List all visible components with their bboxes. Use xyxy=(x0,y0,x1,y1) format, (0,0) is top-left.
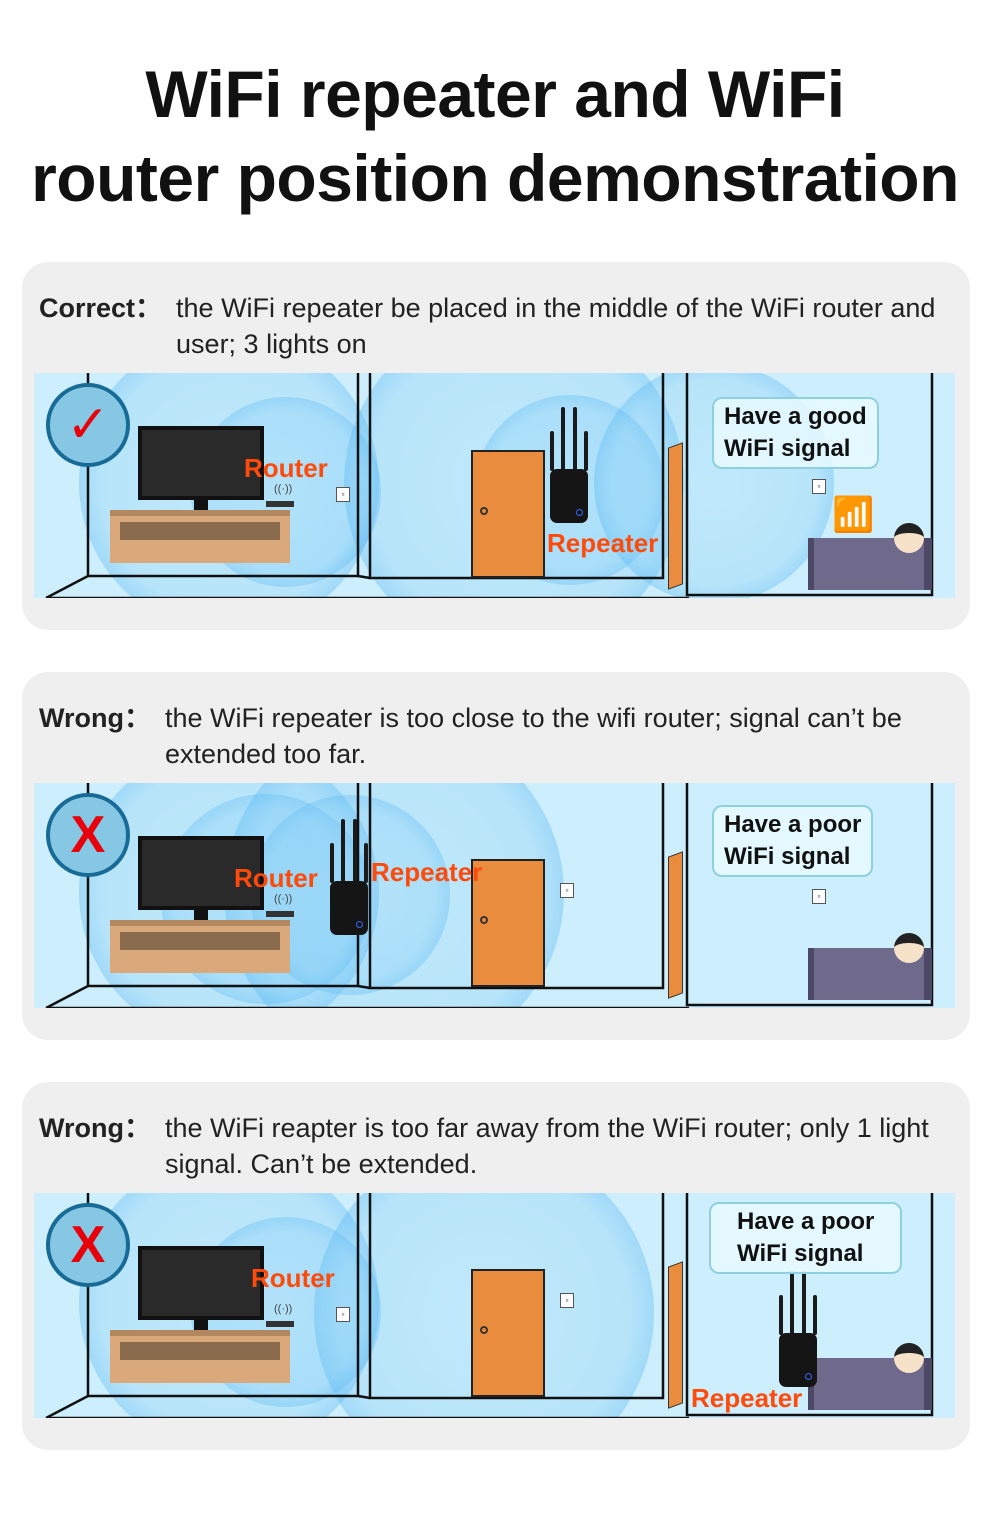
user-in-bed xyxy=(894,933,924,963)
repeater-label: Repeater xyxy=(371,857,483,887)
panel-wrong-too-far: Wrong： the WiFi reapter is too far away … xyxy=(22,1082,970,1450)
panel-caption: Correct： the WiFi repeater be placed in … xyxy=(39,290,959,362)
panel-caption: Wrong： the WiFi repeater is too close to… xyxy=(39,700,959,772)
power-socket-icon: ▫ xyxy=(336,487,350,502)
side-door xyxy=(668,851,683,999)
description: the WiFi repeater is too close to the wi… xyxy=(164,703,902,769)
status-label: Wrong： xyxy=(39,1113,151,1143)
bubble-line-2: WiFi signal xyxy=(724,435,851,462)
page-title: WiFi repeater and WiFi router position d… xyxy=(0,52,990,220)
description: the WiFi reapter is too far away from th… xyxy=(164,1113,929,1179)
status-label: Wrong： xyxy=(39,703,151,733)
tv-cabinet xyxy=(110,510,290,563)
title-line-2: router position demonstration xyxy=(31,141,959,215)
wifi-signal-icon: 📶 xyxy=(832,496,875,534)
power-socket-icon: ▫ xyxy=(560,883,574,898)
repeater-device xyxy=(330,819,368,935)
power-socket-icon: ▫ xyxy=(336,1307,350,1322)
panel-caption: Wrong： the WiFi reapter is too far away … xyxy=(39,1110,959,1182)
repeater-label: Repeater xyxy=(547,528,659,558)
wifi-waves-icon: ((·)) xyxy=(274,1303,293,1315)
correct-badge: ✓ xyxy=(46,383,130,467)
speech-bubble: Have a poor WiFi signal xyxy=(712,805,874,877)
side-door xyxy=(668,442,683,590)
side-door xyxy=(668,1261,683,1409)
router-label: Router xyxy=(234,863,318,893)
router-label: Router xyxy=(251,1263,335,1293)
router-device xyxy=(266,1321,294,1327)
tv xyxy=(138,1246,264,1320)
user-in-bed xyxy=(894,1343,924,1373)
speech-bubble: Have a good WiFi signal xyxy=(712,397,879,469)
tv-cabinet xyxy=(110,920,290,973)
bubble-line-1: Have a poor xyxy=(724,811,862,838)
door xyxy=(471,859,545,987)
tv-stand xyxy=(194,500,208,512)
wrong-badge: X xyxy=(46,1203,130,1287)
tv-cabinet xyxy=(110,1330,290,1383)
room-walls xyxy=(45,1193,934,1418)
description: the WiFi repeater be placed in the middl… xyxy=(176,293,936,359)
check-mark-icon: ✓ xyxy=(66,396,110,454)
repeater-label: Repeater xyxy=(691,1383,803,1413)
wifi-waves-icon: ((·)) xyxy=(274,483,293,495)
room-scene: ((·)) ▫ ▫ X Router Repeater Have a poor W… xyxy=(34,1193,955,1418)
bubble-line-2: WiFi signal xyxy=(737,1240,864,1267)
bubble-line-2: WiFi signal xyxy=(724,843,851,870)
door xyxy=(471,450,545,578)
x-mark-icon: X xyxy=(70,806,106,864)
speech-bubble: Have a poor WiFi signal xyxy=(709,1202,903,1274)
router-device xyxy=(266,501,294,507)
power-socket-icon: ▫ xyxy=(812,479,826,494)
status-label: Correct： xyxy=(39,293,163,323)
tv-stand xyxy=(194,910,208,922)
panel-correct: Correct： the WiFi repeater be placed in … xyxy=(22,262,970,630)
title-line-1: WiFi repeater and WiFi xyxy=(145,57,845,131)
bubble-line-1: Have a poor xyxy=(737,1208,875,1235)
room-walls xyxy=(45,783,934,1008)
repeater-device xyxy=(550,407,588,523)
tv xyxy=(138,836,264,910)
wrong-badge: X xyxy=(46,793,130,877)
wifi-waves-icon: ((·)) xyxy=(274,893,293,905)
panel-wrong-too-close: Wrong： the WiFi repeater is too close to… xyxy=(22,672,970,1040)
tv xyxy=(138,426,264,500)
user-in-bed xyxy=(894,523,924,553)
power-socket-icon: ▫ xyxy=(560,1293,574,1308)
door xyxy=(471,1269,545,1397)
bubble-line-1: Have a good xyxy=(724,403,867,430)
tv-stand xyxy=(194,1320,208,1332)
router-label: Router xyxy=(244,453,328,483)
x-mark-icon: X xyxy=(70,1216,106,1274)
router-device xyxy=(266,911,294,917)
room-scene: ((·)) ▫ ▫ 📶 ✓ Router Repeater Have a good… xyxy=(34,373,955,598)
repeater-device xyxy=(779,1271,817,1387)
room-scene: ((·)) ▫ ▫ X Router Repeater Have a poor W… xyxy=(34,783,955,1008)
power-socket-icon: ▫ xyxy=(812,889,826,904)
room-walls xyxy=(45,373,934,598)
